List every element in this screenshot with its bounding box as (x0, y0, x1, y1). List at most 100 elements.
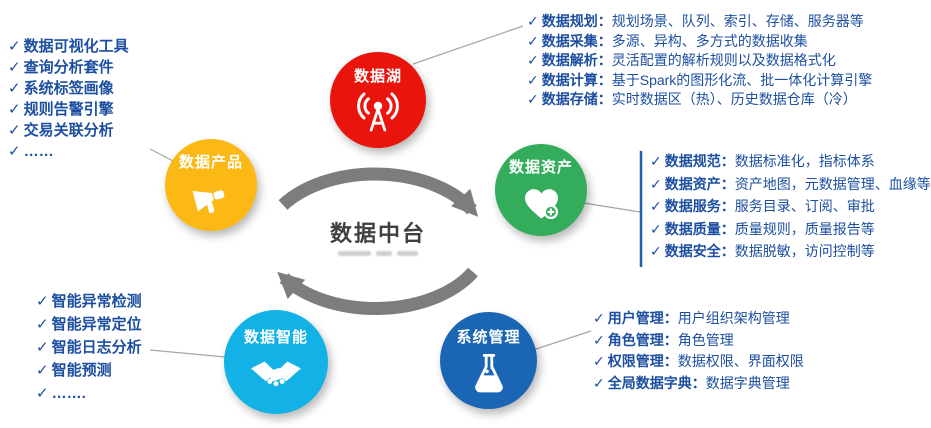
node-label: 数据产品 (178, 154, 243, 171)
check-icon: ✓ (527, 32, 539, 49)
list-item: ✓数据服务：服务目录、订阅、审批 (650, 195, 931, 218)
item-desc: 数据标准化，指标体系 (734, 153, 875, 169)
list-item: ✓智能日志分析 (36, 336, 142, 359)
item-label: ……. (51, 385, 86, 402)
list-item: ✓…… (8, 141, 129, 162)
item-label: 查询分析套件 (23, 59, 114, 76)
list-item: ✓数据安全：数据脱敏，访问控制等 (650, 240, 931, 263)
node-data-asset: 数据资产 (495, 144, 587, 236)
list-item: ✓交易关联分析 (8, 120, 129, 141)
item-label: 数据规范： (664, 153, 735, 169)
list-item: ✓智能预测 (36, 359, 142, 382)
item-label: 数据服务： (664, 198, 735, 214)
item-label: 数据采集： (541, 32, 612, 49)
item-label: …… (23, 143, 54, 160)
check-icon: ✓ (650, 198, 662, 214)
check-icon: ✓ (593, 353, 605, 369)
check-icon: ✓ (593, 331, 605, 348)
item-label: 数据资产： (664, 175, 735, 192)
diagram-title: 数据中台 (329, 221, 426, 246)
check-icon: ✓ (36, 339, 49, 356)
item-desc: 质量规则，质量报告等 (734, 220, 875, 237)
item-desc: 资产地图，元数据管理、血缘等 (734, 175, 931, 192)
check-icon: ✓ (593, 374, 605, 391)
item-label: 数据规划： (541, 13, 612, 29)
node-label: 系统管理 (456, 329, 521, 346)
data-intelligence-feature-list: ✓智能异常检测 ✓智能异常定位 ✓智能日志分析 ✓智能预测 ✓……. (36, 290, 142, 405)
system-management-feature-list: ✓用户管理：用户组织架构管理 ✓角色管理：角色管理 ✓权限管理：数据权限、界面权… (593, 308, 804, 394)
item-desc: 数据脱敏，访问控制等 (734, 243, 875, 259)
list-item: ✓系统标签画像 (8, 78, 129, 99)
list-item: ✓数据存储：实时数据区（热）、历史数据仓库（冷） (527, 90, 872, 110)
item-label: 系统标签画像 (23, 80, 114, 97)
check-icon: ✓ (527, 13, 539, 29)
check-icon: ✓ (8, 80, 21, 97)
list-item: ✓全局数据字典：数据字典管理 (593, 373, 804, 395)
check-icon: ✓ (650, 220, 662, 237)
item-label: 规则告警引擎 (23, 101, 114, 118)
check-icon: ✓ (8, 143, 21, 160)
node-data-product: 数据产品 (165, 139, 257, 231)
watermark-smudge (338, 251, 419, 256)
check-icon: ✓ (8, 38, 21, 55)
item-desc: 规划场景、队列、索引、存储、服务器等 (611, 13, 864, 29)
item-desc: 服务目录、订阅、审批 (734, 198, 875, 214)
connector-intelligence (149, 349, 226, 358)
item-label: 权限管理： (607, 353, 678, 369)
data-asset-feature-list: ✓数据规范：数据标准化，指标体系 ✓数据资产：资产地图，元数据管理、血缘等 ✓数… (650, 150, 931, 263)
node-system-management: 系统管理 (440, 312, 537, 409)
connector-asset (583, 202, 641, 213)
check-icon: ✓ (8, 59, 21, 76)
check-icon: ✓ (36, 385, 49, 402)
node-label: 数据湖 (353, 68, 402, 85)
check-icon: ✓ (36, 316, 49, 333)
check-icon: ✓ (527, 71, 539, 88)
check-icon: ✓ (36, 293, 49, 310)
check-icon: ✓ (650, 153, 662, 169)
item-label: 角色管理： (607, 331, 678, 348)
connector-lake (412, 25, 524, 65)
item-label: 交易关联分析 (23, 122, 114, 139)
list-item: ✓数据可视化工具 (8, 36, 129, 57)
heart-plus-icon (524, 189, 558, 220)
item-desc: 灵活配置的解析规则以及数据格式化 (611, 52, 836, 68)
flask-icon (474, 354, 503, 393)
list-item: ✓数据规划：规划场景、队列、索引、存储、服务器等 (527, 12, 872, 32)
item-desc: 角色管理 (677, 331, 734, 348)
item-label: 数据计算： (541, 71, 612, 88)
item-label: 智能日志分析 (51, 339, 142, 356)
item-label: 用户管理： (607, 310, 678, 326)
check-icon: ✓ (527, 52, 539, 68)
node-data-intelligence: 数据智能 (224, 310, 328, 414)
list-item: ✓……. (36, 382, 142, 405)
check-icon: ✓ (8, 101, 21, 118)
item-desc: 实时数据区（热）、历史数据仓库（冷） (611, 91, 857, 107)
handshake-icon (251, 361, 301, 387)
item-desc: 用户组织架构管理 (677, 310, 790, 326)
item-label: 数据安全： (664, 243, 735, 259)
item-label: 数据解析： (541, 52, 612, 68)
check-icon: ✓ (650, 175, 662, 192)
node-label: 数据智能 (243, 329, 308, 346)
item-desc: 数据字典管理 (705, 374, 790, 391)
check-icon: ✓ (527, 91, 539, 107)
item-label: 智能预测 (51, 362, 112, 379)
item-label: 数据存储： (541, 91, 612, 107)
list-item: ✓数据资产：资产地图，元数据管理、血缘等 (650, 173, 931, 196)
list-item: ✓智能异常检测 (36, 290, 142, 313)
list-item: ✓数据计算：基于Spark的图形化流、批一体化计算引擎 (527, 71, 872, 91)
data-lake-feature-list: ✓数据规划：规划场景、队列、索引、存储、服务器等 ✓数据采集：多源、异构、多方式… (527, 12, 872, 110)
cycle-arrow-top (278, 167, 479, 217)
broadcast-icon (357, 92, 399, 132)
connector-system (532, 330, 592, 351)
list-item: ✓数据质量：质量规则，质量报告等 (650, 218, 931, 241)
list-item: ✓智能异常定位 (36, 313, 142, 336)
list-item: ✓角色管理：角色管理 (593, 330, 804, 352)
data-product-feature-list: ✓数据可视化工具 ✓查询分析套件 ✓系统标签画像 ✓规则告警引擎 ✓交易关联分析… (8, 36, 129, 162)
list-item: ✓数据解析：灵活配置的解析规则以及数据格式化 (527, 51, 872, 71)
item-desc: 数据权限、界面权限 (677, 353, 804, 369)
list-item: ✓规则告警引擎 (8, 99, 129, 120)
item-desc: 多源、异构、多方式的数据收集 (611, 32, 808, 49)
